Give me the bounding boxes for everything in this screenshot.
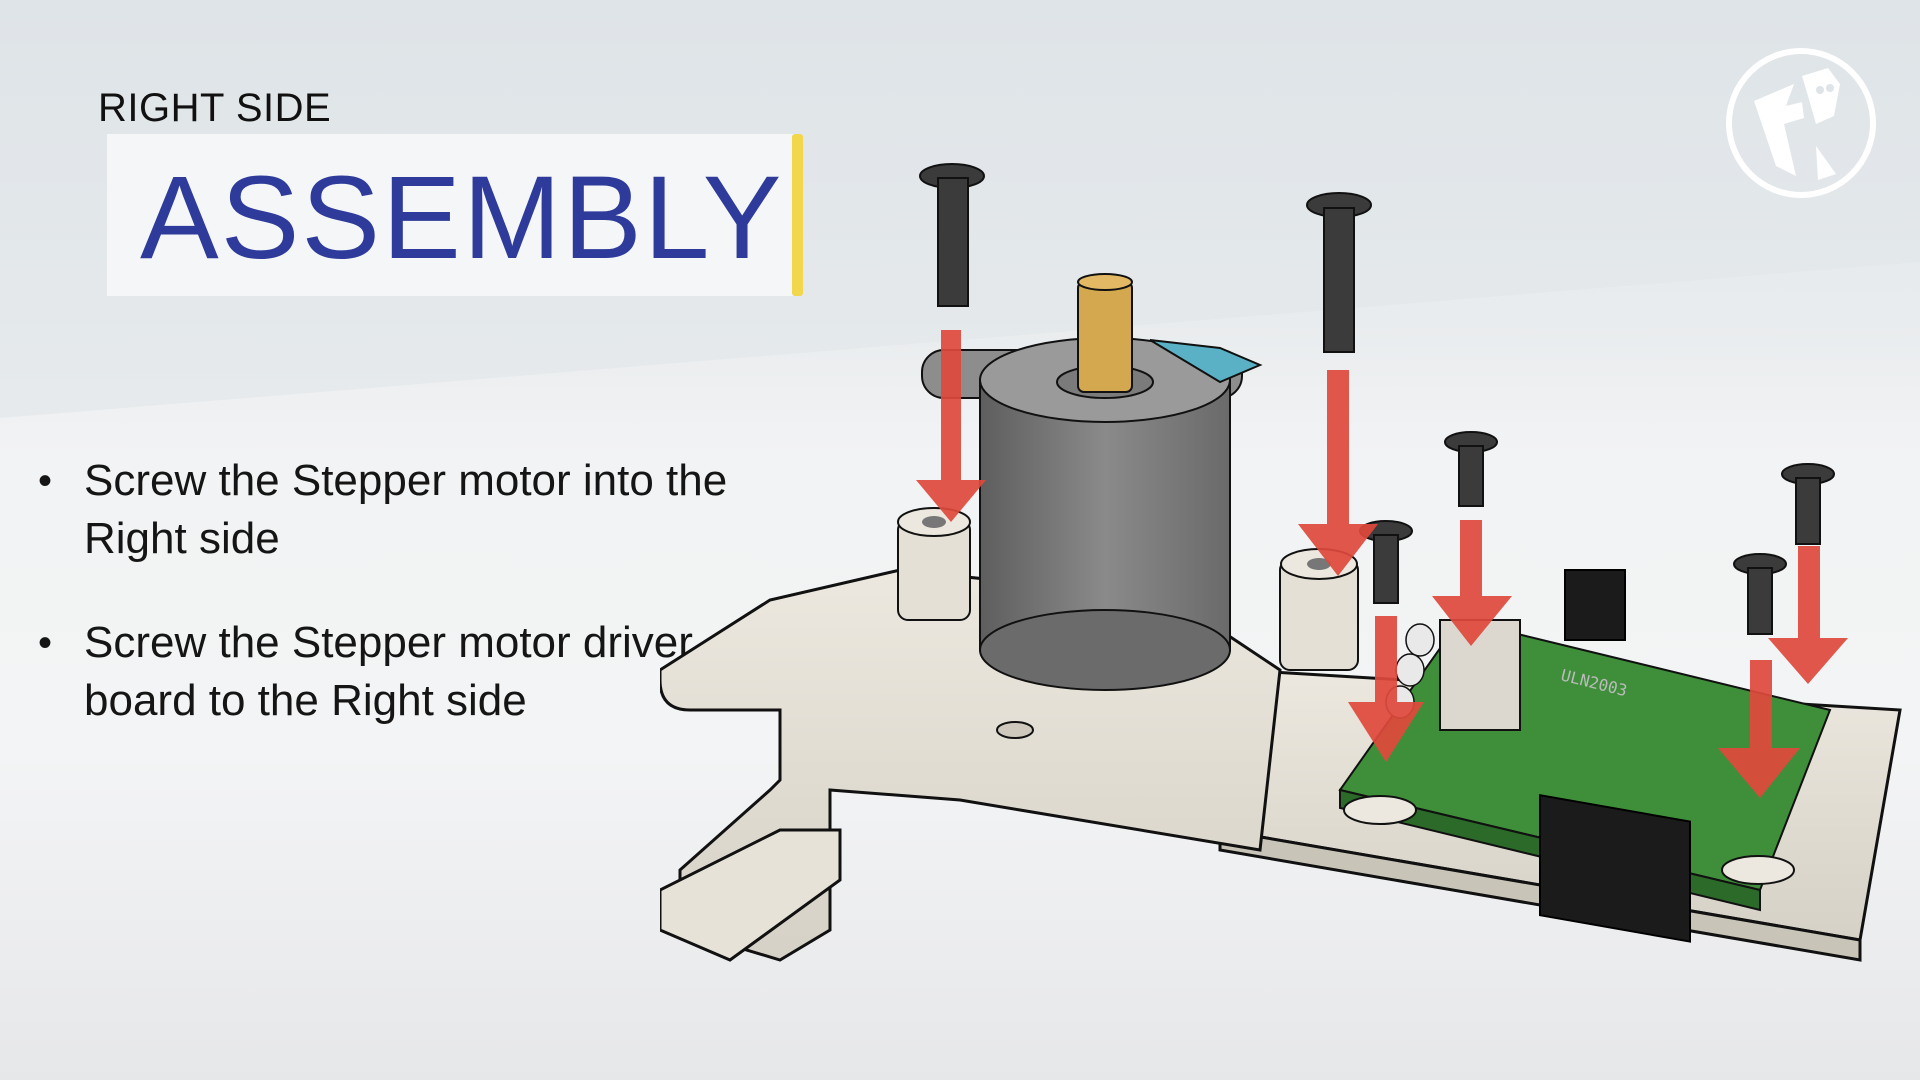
motor-shaft bbox=[1077, 281, 1133, 393]
title-box bbox=[107, 134, 795, 296]
screw-icon bbox=[1733, 553, 1787, 635]
down-arrow-icon bbox=[1298, 370, 1378, 576]
instruction-list: • Screw the Stepper motor into the Right… bbox=[30, 452, 790, 776]
assembly-illustration: ULN2003 bbox=[660, 163, 1902, 962]
bullet-icon: • bbox=[38, 459, 53, 503]
screw-icon bbox=[1306, 192, 1372, 353]
screw-icon bbox=[919, 163, 985, 307]
down-arrow-icon bbox=[1432, 520, 1512, 646]
screw-icon bbox=[1781, 463, 1835, 545]
brand-logo-icon bbox=[1726, 48, 1876, 198]
screw-icon bbox=[1444, 431, 1498, 507]
down-arrow-icon bbox=[1768, 546, 1848, 684]
stepper-motor bbox=[921, 273, 1263, 691]
down-arrow-icon bbox=[916, 330, 986, 522]
instruction-text: Screw the Stepper motor driver board to … bbox=[84, 618, 693, 725]
connector bbox=[1439, 619, 1521, 731]
instruction-text: Screw the Stepper motor into the Right s… bbox=[84, 456, 728, 563]
page-title: ASSEMBLY bbox=[140, 152, 784, 284]
title-accent-bar bbox=[792, 134, 803, 296]
screw-icon bbox=[1359, 520, 1413, 604]
driver-board: ULN2003 bbox=[1338, 569, 1832, 943]
down-arrow-icon bbox=[1718, 660, 1800, 798]
instruction-item: • Screw the Stepper motor into the Right… bbox=[30, 452, 790, 568]
section-subtitle: RIGHT SIDE bbox=[98, 86, 332, 130]
driver-chip bbox=[1539, 793, 1691, 943]
instruction-item: • Screw the Stepper motor driver board t… bbox=[30, 614, 790, 730]
down-arrow-icon bbox=[1348, 616, 1424, 762]
bullet-icon: • bbox=[38, 621, 53, 665]
